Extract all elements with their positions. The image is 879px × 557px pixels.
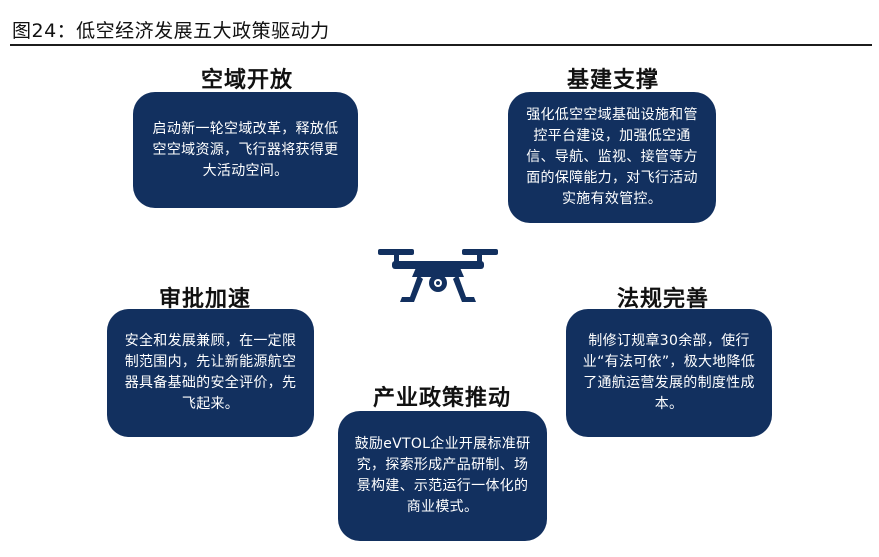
- block-approval-acceleration-title: 审批加速: [158, 287, 251, 312]
- drone-icon: [378, 249, 498, 302]
- block-regulation-improvement-text: 制修订规章30余部，使行业“有法可依”，极大地降低了通航运营发展的制度性成本。: [582, 333, 756, 412]
- block-approval-acceleration-box: 安全和发展兼顾，在一定限制范围内，先让新能源航空器具备基础的安全评价，先飞起来。: [107, 309, 314, 437]
- block-regulation-improvement-title: 法规完善: [616, 287, 709, 312]
- block-approval-acceleration-text: 安全和发展兼顾，在一定限制范围内，先让新能源航空器具备基础的安全评价，先飞起来。: [124, 333, 297, 412]
- block-airspace-opening-text: 启动新一轮空域改革，释放低空空域资源，飞行器将获得更大活动空间。: [152, 120, 339, 179]
- figure-title: 图24：低空经济发展五大政策驱动力: [12, 20, 330, 42]
- block-industry-policy-text: 鼓励eVTOL企业开展标准研究，探索形成产品研制、场景构建、示范运行一体化的商业…: [354, 436, 531, 515]
- title-divider: [10, 44, 872, 46]
- block-infrastructure-support-title: 基建支撑: [566, 68, 659, 93]
- block-regulation-improvement-box: 制修订规章30余部，使行业“有法可依”，极大地降低了通航运营发展的制度性成本。: [566, 309, 772, 437]
- block-industry-policy-box: 鼓励eVTOL企业开展标准研究，探索形成产品研制、场景构建、示范运行一体化的商业…: [338, 411, 547, 541]
- block-infrastructure-support-text: 强化低空空域基础设施和管控平台建设，加强低空通信、导航、监视、接管等方面的保障能…: [526, 107, 698, 207]
- block-industry-policy-title: 产业政策推动: [372, 386, 511, 411]
- block-infrastructure-support-box: 强化低空空域基础设施和管控平台建设，加强低空通信、导航、监视、接管等方面的保障能…: [508, 92, 716, 223]
- block-airspace-opening-box: 启动新一轮空域改革，释放低空空域资源，飞行器将获得更大活动空间。: [133, 92, 358, 208]
- block-airspace-opening-title: 空域开放: [200, 68, 293, 93]
